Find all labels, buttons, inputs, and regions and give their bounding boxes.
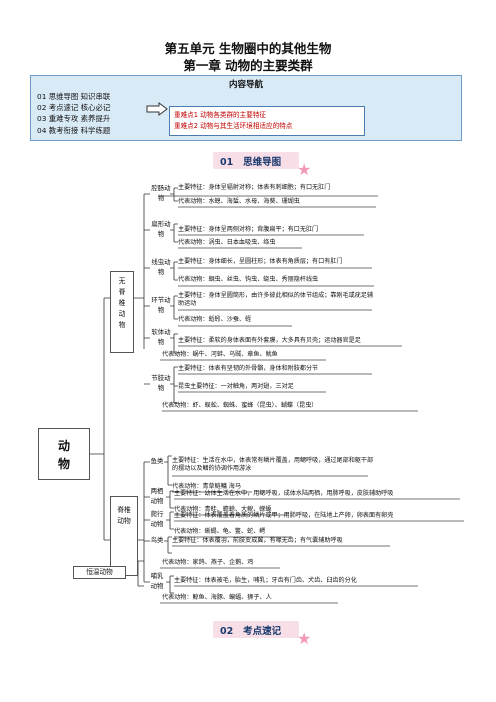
homeotherm-node: 恒温动物 xyxy=(73,566,126,579)
star-icon: ★ xyxy=(297,160,312,179)
section-number: 02 xyxy=(220,626,234,637)
nav-heading: 内容导航 xyxy=(228,80,263,90)
group-feature: 主要特征：身体呈两侧对称；背腹扁平；有口无肛门 xyxy=(178,226,319,233)
invertebrate-label: 无脊椎动物 xyxy=(118,277,126,329)
group-feature: 主要特征：身体呈圆筒形，由许多彼此相似的体节组成；靠刚毛或疣足辅助运动 xyxy=(178,292,373,308)
nav-item[interactable]: 02 考点速记 核心必记 xyxy=(37,103,111,113)
group-representatives: 代表动物：涡虫、日本血吸虫、绦虫 xyxy=(178,239,276,246)
vertebrate-node: 脊椎动物 xyxy=(110,496,138,576)
group-representatives: 代表动物：蜥蜴、龟、鳖、蛇、鳄 xyxy=(174,528,266,535)
group-name: 鸟类 xyxy=(150,536,164,544)
group-feature: 主要特征：体表覆羽，前肢变成翼，有喙无齿；有气囊辅助呼吸 xyxy=(172,537,343,544)
group-name: 节肢动物 xyxy=(151,374,171,392)
group-name: 扁形动物 xyxy=(151,220,171,238)
group-feature: 主要特征：柔软的身体表面有外套膜，大多具有贝壳；运动器官是足 xyxy=(178,337,361,344)
group-representatives: 代表动物：青蛙、蟾蜍、大鲵、蝾螈 xyxy=(174,506,272,513)
group-representatives: 代表动物：蜗牛、河蚌、乌贼、章鱼、鱿鱼 xyxy=(162,351,278,358)
group-feature: 主要特征：生活在水中，体表常有鳞片覆盖，用鳃呼吸，通过尾部和躯干部的摆动以及鳍的… xyxy=(172,457,374,473)
group-representatives: 代表动物：家鸽、燕子、企鹅、鸡 xyxy=(162,559,254,566)
group-name: 线虫动物 xyxy=(151,258,171,276)
group-name: 哺乳动物 xyxy=(150,572,164,590)
unit-title: 第五单元 生物圈中的其他生物 xyxy=(164,41,332,56)
group-feature: 主要特征：体表有坚韧的外骨骼，身体和附肢都分节 xyxy=(178,365,319,372)
star-icon: ★ xyxy=(297,629,312,648)
key-point: 重难点1 动物各类群的主要特征 xyxy=(174,111,267,119)
group-name: 鱼类 xyxy=(150,457,164,465)
group-representatives: 代表动物：蛔虫、丝虫、钩虫、蛲虫、秀丽隐杆线虫 xyxy=(178,276,319,283)
section-banner-keypoints[interactable]: 02 考点速记 xyxy=(213,621,299,638)
root-label: 动物 xyxy=(57,439,70,471)
group-name: 两栖动物 xyxy=(150,487,164,505)
group-representatives: 代表动物：鲸鱼、海豚、蝙蝠、狮子、人 xyxy=(162,594,272,601)
section-number: 01 xyxy=(220,157,234,168)
nav-item[interactable]: 03 重难专攻 素养提升 xyxy=(37,114,111,124)
insect-feature: 昆虫主要特征：一对触角，两对翅，三对足 xyxy=(178,383,294,390)
group-name: 腔肠动物 xyxy=(151,184,171,202)
section-label: 考点速记 xyxy=(243,626,282,637)
invertebrate-node: 无脊椎动物 xyxy=(110,271,134,353)
group-feature: 主要特征：体表覆盖着角质的鳞片或甲；用肺呼吸，在陆地上产卵，卵表面有卵壳 xyxy=(174,512,394,519)
group-feature: 主要特征：身体细长，呈圆柱形；体表有角质层；有口有肛门 xyxy=(178,258,343,265)
group-representatives: 代表动物：虾、蜈蚣、蜘蛛、蜜蜂（昆虫）、蝴蝶（昆虫） xyxy=(162,402,318,409)
key-point: 重难点2 动物与其生活环境相适应的特点 xyxy=(174,122,293,130)
section-label: 思维导图 xyxy=(243,157,282,168)
group-representatives: 代表动物：青草鲢鳙 海马 xyxy=(172,483,241,490)
group-name: 环节动物 xyxy=(151,296,171,314)
right-arrow-icon xyxy=(146,102,168,116)
nav-list: 01 思维导图 知识串联 02 考点速记 核心必记 03 重难专攻 素养提升 0… xyxy=(37,91,110,136)
root-node-animals: 动物 xyxy=(38,428,90,480)
nav-item[interactable]: 01 思维导图 知识串联 xyxy=(37,92,111,101)
group-representatives: 代表动物：水螅、海蜇、水母、海葵、珊瑚虫 xyxy=(178,198,300,205)
group-feature: 主要特征：幼体生活在水中，用鳃呼吸，成体水陆两栖，用肺呼吸，皮肤辅助呼吸 xyxy=(174,490,394,497)
chapter-title: 第一章 动物的主要类群 xyxy=(183,58,313,73)
group-name: 爬行动物 xyxy=(150,510,164,528)
vertebrate-label: 脊椎动物 xyxy=(117,506,131,525)
group-name: 软体动物 xyxy=(151,328,171,346)
key-points-box: 重难点1 动物各类群的主要特征 重难点2 动物与其生活环境相适应的特点 xyxy=(169,106,365,136)
nav-item[interactable]: 04 教考衔接 科学练题 xyxy=(37,125,111,135)
section-banner-mindmap[interactable]: 01 思维导图 xyxy=(213,152,299,169)
group-representatives: 代表动物：蚯蚓、沙蚕、蛭 xyxy=(178,316,252,323)
group-feature: 主要特征：体表被毛，胎生，哺乳；牙齿有门齿、犬齿、臼齿的分化 xyxy=(174,577,357,584)
group-feature: 主要特征：身体呈辐射对称；体表有刺细胞；有口无肛门 xyxy=(178,184,331,191)
